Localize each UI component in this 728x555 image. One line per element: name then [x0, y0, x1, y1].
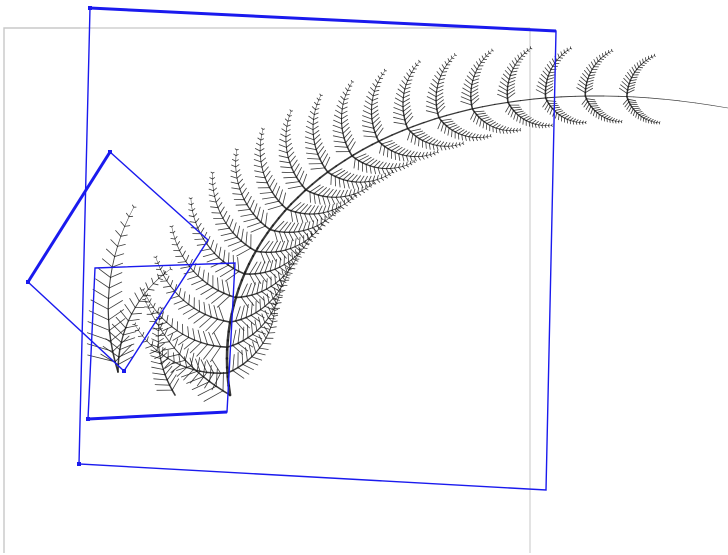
- square-handle-icon[interactable]: [77, 462, 81, 466]
- square-handle-icon[interactable]: [122, 369, 126, 373]
- transform-frame-left-leaf[interactable]: [28, 152, 208, 371]
- square-handle-icon[interactable]: [108, 150, 112, 154]
- barnsley-fern-fractal-icon: [87, 47, 728, 402]
- square-handle-icon[interactable]: [26, 280, 30, 284]
- square-handle-icon[interactable]: [88, 6, 92, 10]
- transform-frame-main[interactable]: [79, 8, 556, 490]
- square-handle-icon[interactable]: [86, 417, 90, 421]
- canvas-border: [4, 28, 80, 553]
